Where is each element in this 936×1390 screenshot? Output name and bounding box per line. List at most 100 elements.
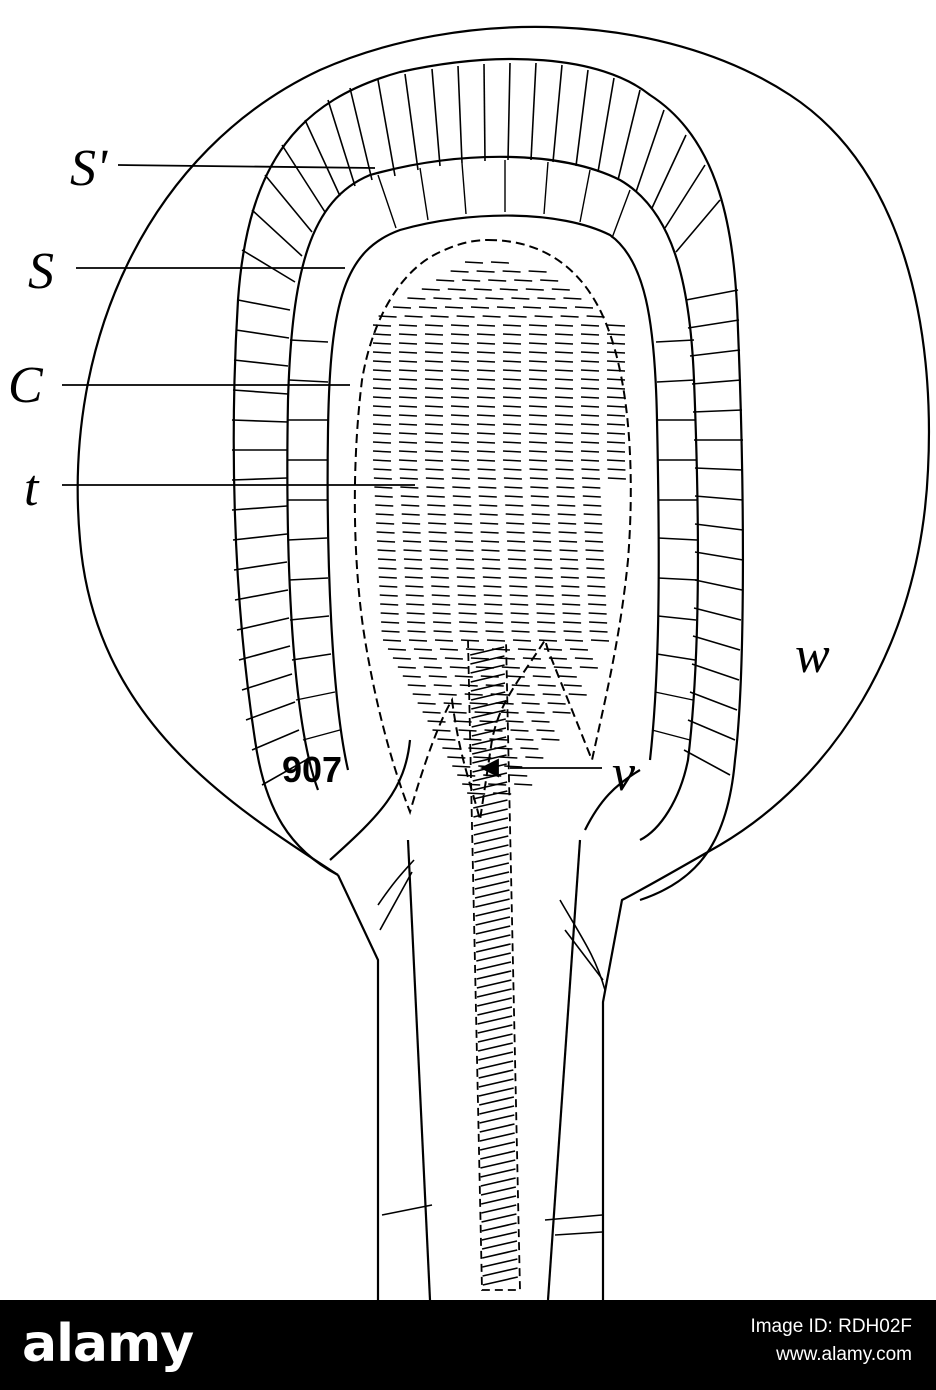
vascular-hatch-line: [476, 926, 510, 934]
tissue-hatch-line: [529, 379, 547, 380]
tissue-hatch-line: [581, 424, 599, 425]
tissue-hatch-line: [607, 334, 625, 335]
tissue-hatch-line: [425, 379, 443, 380]
tissue-hatch-line: [503, 379, 521, 380]
tissue-hatch-line: [482, 568, 500, 569]
tissue-hatch-line: [523, 307, 541, 308]
tissue-hatch-line: [406, 604, 424, 605]
tissue-hatch-line: [607, 460, 625, 461]
tissue-hatch-line: [581, 406, 599, 407]
tissue-hatch-line: [414, 649, 432, 650]
tissue-hatch-line: [485, 613, 503, 614]
tissue-hatch-line: [529, 424, 547, 425]
tissue-hatch-line: [607, 361, 625, 362]
tissue-hatch-line: [525, 757, 543, 758]
tissue-hatch-line: [500, 289, 518, 290]
tissue-hatch-line: [537, 622, 555, 623]
tissue-hatch-line: [480, 514, 498, 515]
tissue-hatch-line: [564, 685, 582, 686]
tissue-hatch-line: [399, 343, 417, 344]
tissue-hatch-line: [377, 541, 395, 542]
tissue-hatch-line: [432, 604, 450, 605]
tissue-hatch-line: [565, 640, 583, 641]
tissue-hatch-line: [457, 586, 475, 587]
tissue-hatch-line: [501, 712, 519, 713]
vascular-hatch-line: [477, 971, 512, 979]
sporogenous-tissue: [355, 240, 631, 820]
vascular-hatch-line: [474, 845, 508, 853]
tissue-hatch-line: [585, 532, 603, 533]
tissue-hatch-line: [555, 370, 573, 371]
tissue-hatch-line: [422, 289, 440, 290]
tissue-hatch-line: [531, 505, 549, 506]
tissue-hatch-line: [561, 586, 579, 587]
tissue-hatch-line: [463, 739, 481, 740]
tissue-hatch-line: [431, 586, 449, 587]
tissue-hatch-line: [374, 478, 392, 479]
tissue-hatch-line: [399, 379, 417, 380]
tissue-hatch-line: [488, 280, 506, 281]
vascular-hatch-line: [478, 1043, 513, 1051]
tissue-hatch-line: [503, 271, 521, 272]
tissue-hatch-line: [549, 658, 567, 659]
tissue-hatch-line: [406, 595, 424, 596]
tissue-hatch-line: [399, 397, 417, 398]
tissue-hatch-line: [559, 676, 577, 677]
vascular-hatch-line: [478, 1061, 513, 1069]
tissue-hatch-line: [506, 514, 524, 515]
tissue-hatch-line: [399, 442, 417, 443]
tissue-hatch-line: [481, 532, 499, 533]
tissue-hatch-line: [388, 649, 406, 650]
tissue-hatch-line: [557, 496, 575, 497]
tissue-hatch-line: [425, 433, 443, 434]
tissue-hatch-line: [373, 325, 391, 326]
tissue-hatch-line: [404, 550, 422, 551]
tissue-hatch-line: [380, 604, 398, 605]
vascular-hatch-line: [472, 737, 506, 745]
tissue-hatch-line: [379, 586, 397, 587]
tissue-hatch-line: [538, 685, 556, 686]
vascular-hatch-line: [473, 791, 507, 799]
vascular-hatch-line: [482, 1232, 517, 1240]
tissue-hatch-line: [429, 532, 447, 533]
tissue-hatch-line: [373, 469, 391, 470]
tissue-hatch-line: [511, 298, 529, 299]
tissue-hatch-line: [536, 604, 554, 605]
label-s: S: [28, 243, 54, 300]
vascular-hatch-line: [477, 1007, 512, 1015]
tissue-hatch-line: [486, 631, 504, 632]
tissue-hatch-line: [405, 316, 423, 317]
tissue-hatch-line: [376, 514, 394, 515]
tissue-hatch-line: [477, 325, 495, 326]
tissue-hatch-line: [451, 424, 469, 425]
tissue-hatch-line: [559, 541, 577, 542]
tissue-hatch-line: [529, 361, 547, 362]
tissue-hatch-line: [451, 397, 469, 398]
vascular-hatch-line: [483, 1268, 518, 1276]
tissue-hatch-line: [529, 451, 547, 452]
tissue-hatch-line: [373, 460, 391, 461]
tissue-hatch-line: [555, 433, 573, 434]
tissue-hatch-line: [377, 532, 395, 533]
tissue-hatch-line: [580, 667, 598, 668]
tissue-hatch-line: [529, 370, 547, 371]
tissue-hatch-line: [535, 586, 553, 587]
tissue-hatch-line: [581, 442, 599, 443]
tissue-hatch-line: [511, 622, 529, 623]
tissue-hatch-line: [426, 487, 444, 488]
vascular-hatch-line: [474, 818, 508, 826]
tissue-hatch-line: [451, 343, 469, 344]
tissue-hatch-line: [477, 460, 495, 461]
tissue-hatch-line: [607, 451, 625, 452]
vascular-hatch-line: [479, 1070, 514, 1078]
figure-number: 907: [282, 749, 342, 790]
tissue-hatch-line: [509, 775, 527, 776]
tissue-hatch-line: [560, 559, 578, 560]
tissue-hatch-line: [506, 721, 524, 722]
vascular-hatch-line: [474, 836, 508, 844]
vascular-hatch-line: [482, 1259, 517, 1267]
tissue-hatch-line: [537, 298, 555, 299]
tissue-hatch-line: [373, 397, 391, 398]
tissue-hatch-line: [485, 298, 503, 299]
vascular-strand: [468, 640, 520, 1290]
